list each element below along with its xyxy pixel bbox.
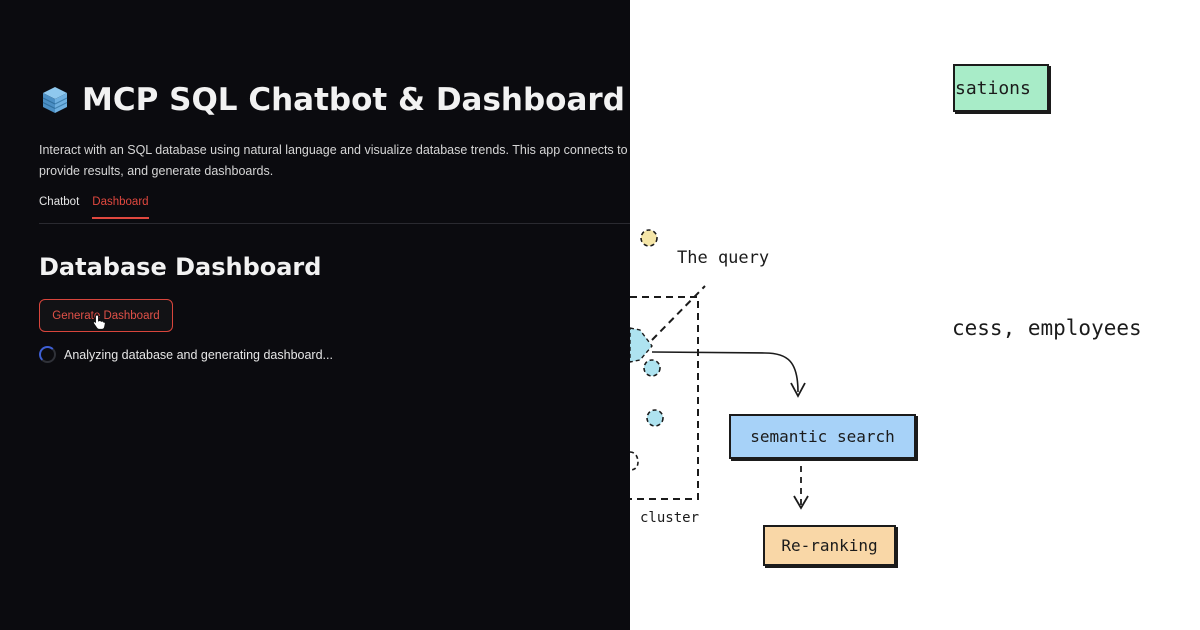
- hand-cursor-icon: [92, 314, 106, 330]
- semantic-search-label: semantic search: [750, 427, 895, 446]
- conversations-box: sations: [953, 64, 1049, 112]
- reranking-label: Re-ranking: [781, 536, 878, 555]
- query-diagonal-dashed: [651, 285, 706, 341]
- description-line-2: provide results, and generate dashboards…: [39, 164, 274, 178]
- description-line-1: Interact with an SQL database using natu…: [39, 143, 630, 157]
- generate-dashboard-button[interactable]: Generate Dashboard: [39, 299, 173, 332]
- cluster-dot-3: [630, 451, 639, 471]
- arrow-head-1: [790, 382, 806, 398]
- reranking-box: Re-ranking: [763, 525, 896, 566]
- page-title: MCP SQL Chatbot & Dashboard: [40, 82, 625, 118]
- app-description: Interact with an SQL database using natu…: [39, 140, 630, 182]
- status-text: Analyzing database and generating dashbo…: [64, 347, 333, 362]
- cluster-dot-2: [646, 409, 664, 427]
- tab-dashboard[interactable]: Dashboard: [92, 196, 149, 219]
- page-title-text: MCP SQL Chatbot & Dashboard: [82, 82, 625, 118]
- database-cube-icon: [42, 87, 68, 113]
- query-dot-icon: [640, 229, 658, 247]
- tab-bar: Chatbot Dashboard: [39, 196, 149, 219]
- semantic-search-box: semantic search: [729, 414, 916, 459]
- cluster-label: cluster: [640, 510, 700, 526]
- sketch-diagram: sations The query cess, employees semant…: [630, 0, 1200, 630]
- section-title: Database Dashboard: [39, 253, 322, 281]
- query-label: The query: [677, 248, 770, 268]
- app-window: MCP SQL Chatbot & Dashboard Interact wit…: [0, 0, 630, 630]
- status-row: Analyzing database and generating dashbo…: [39, 346, 333, 363]
- query-marker-icon: [630, 327, 653, 363]
- arrow-head-2: [793, 495, 809, 510]
- arrow-query-to-search: [651, 351, 799, 393]
- cluster-boundary: [630, 296, 699, 500]
- loading-spinner-icon: [39, 346, 56, 363]
- tab-chatbot[interactable]: Chatbot: [39, 196, 80, 208]
- diagram-canvas: [630, 229, 809, 510]
- cluster-dot-1: [643, 359, 661, 377]
- tab-divider: [39, 223, 630, 224]
- conversations-label: sations: [955, 77, 1031, 99]
- employees-label: cess, employees: [952, 316, 1142, 340]
